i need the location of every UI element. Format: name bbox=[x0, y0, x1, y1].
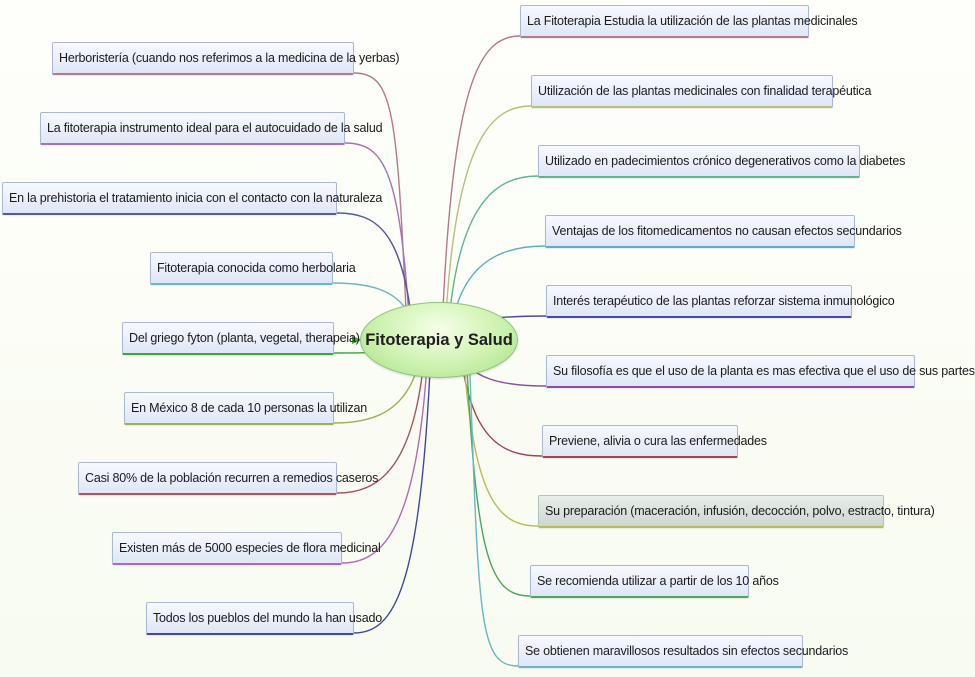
right-connector-line bbox=[441, 35, 805, 333]
topic-label: Se obtienen maravillosos resultados sin … bbox=[525, 644, 849, 658]
right-topic[interactable]: Utilización de las plantas medicinales c… bbox=[531, 75, 871, 108]
central-topic-title: Fitoterapia y Salud bbox=[365, 330, 513, 349]
topic-label: La Fitoterapia Estudia la utilización de… bbox=[527, 14, 858, 28]
topic-label: La fitoterapia instrumento ideal para el… bbox=[47, 121, 383, 135]
left-connector-line bbox=[150, 347, 432, 634]
left-topic[interactable]: La fitoterapia instrumento ideal para el… bbox=[40, 112, 383, 145]
left-connector-line bbox=[6, 212, 414, 333]
left-topic[interactable]: Herboristería (cuando nos referimos a la… bbox=[52, 42, 400, 75]
right-connector-line bbox=[444, 105, 829, 333]
topic-label: Casi 80% de la población recurren a reme… bbox=[85, 471, 379, 485]
right-topic[interactable]: Previene, alivia o cura las enfermedades bbox=[542, 425, 767, 458]
right-connector-line bbox=[447, 175, 856, 333]
left-topic[interactable]: Todos los pueblos del mundo la han usado bbox=[146, 602, 382, 635]
left-topic[interactable]: Existen más de 5000 especies de flora me… bbox=[112, 532, 381, 565]
topic-label: En la prehistoria el tratamiento inicia … bbox=[9, 191, 383, 205]
left-topic[interactable]: En la prehistoria el tratamiento inicia … bbox=[2, 182, 382, 215]
left-topic[interactable]: Fitoterapia conocida como herbolaria bbox=[150, 252, 356, 285]
left-topic[interactable]: Del griego fyton (planta, vegetal, thera… bbox=[122, 322, 360, 355]
topic-label: Su preparación (maceración, infusión, de… bbox=[545, 504, 935, 518]
right-connector-line bbox=[468, 347, 799, 667]
topic-label: Del griego fyton (planta, vegetal, thera… bbox=[129, 331, 360, 345]
topic-label: En México 8 de cada 10 personas la utili… bbox=[131, 401, 367, 415]
right-topic[interactable]: Su filosofía es que el uso de la planta … bbox=[546, 355, 975, 388]
topic-label: Herboristería (cuando nos referimos a la… bbox=[59, 51, 400, 65]
left-connector-line bbox=[82, 347, 426, 494]
topic-label: Interés terapéutico de las plantas refor… bbox=[553, 294, 895, 308]
topic-label: Existen más de 5000 especies de flora me… bbox=[119, 541, 381, 555]
topic-label: Previene, alivia o cura las enfermedades bbox=[549, 434, 767, 448]
left-topic[interactable]: En México 8 de cada 10 personas la utili… bbox=[124, 392, 367, 425]
right-topic[interactable]: La Fitoterapia Estudia la utilización de… bbox=[520, 5, 858, 38]
right-topic[interactable]: Se recomienda utilizar a partir de los 1… bbox=[530, 565, 779, 598]
topic-label: Su filosofía es que el uso de la planta … bbox=[553, 364, 975, 378]
right-connector-line bbox=[465, 347, 745, 597]
right-topic[interactable]: Ventajas de los fitomedicamentos no caus… bbox=[545, 215, 902, 248]
left-connector-line bbox=[116, 347, 429, 564]
right-topic[interactable]: Utilizado en padecimientos crónico degen… bbox=[538, 145, 905, 178]
right-topic[interactable]: Se obtienen maravillosos resultados sin … bbox=[518, 635, 848, 668]
topic-label: Todos los pueblos del mundo la han usado bbox=[153, 611, 382, 625]
left-connector-line bbox=[44, 142, 411, 333]
topic-label: Se recomienda utilizar a partir de los 1… bbox=[537, 574, 779, 588]
connector-arrowhead bbox=[352, 336, 362, 344]
topic-label: Fitoterapia conocida como herbolaria bbox=[157, 261, 356, 275]
topic-label: Utilización de las plantas medicinales c… bbox=[538, 84, 872, 98]
topic-label: Utilizado en padecimientos crónico degen… bbox=[545, 154, 906, 168]
right-connector-line bbox=[462, 347, 880, 527]
left-topic[interactable]: Casi 80% de la población recurren a reme… bbox=[78, 462, 378, 495]
right-topic[interactable]: Interés terapéutico de las plantas refor… bbox=[546, 285, 895, 318]
central-topic[interactable]: Fitoterapia y Salud bbox=[360, 302, 518, 378]
topic-label: Ventajas de los fitomedicamentos no caus… bbox=[552, 224, 902, 238]
right-topic[interactable]: Su preparación (maceración, infusión, de… bbox=[538, 495, 935, 528]
